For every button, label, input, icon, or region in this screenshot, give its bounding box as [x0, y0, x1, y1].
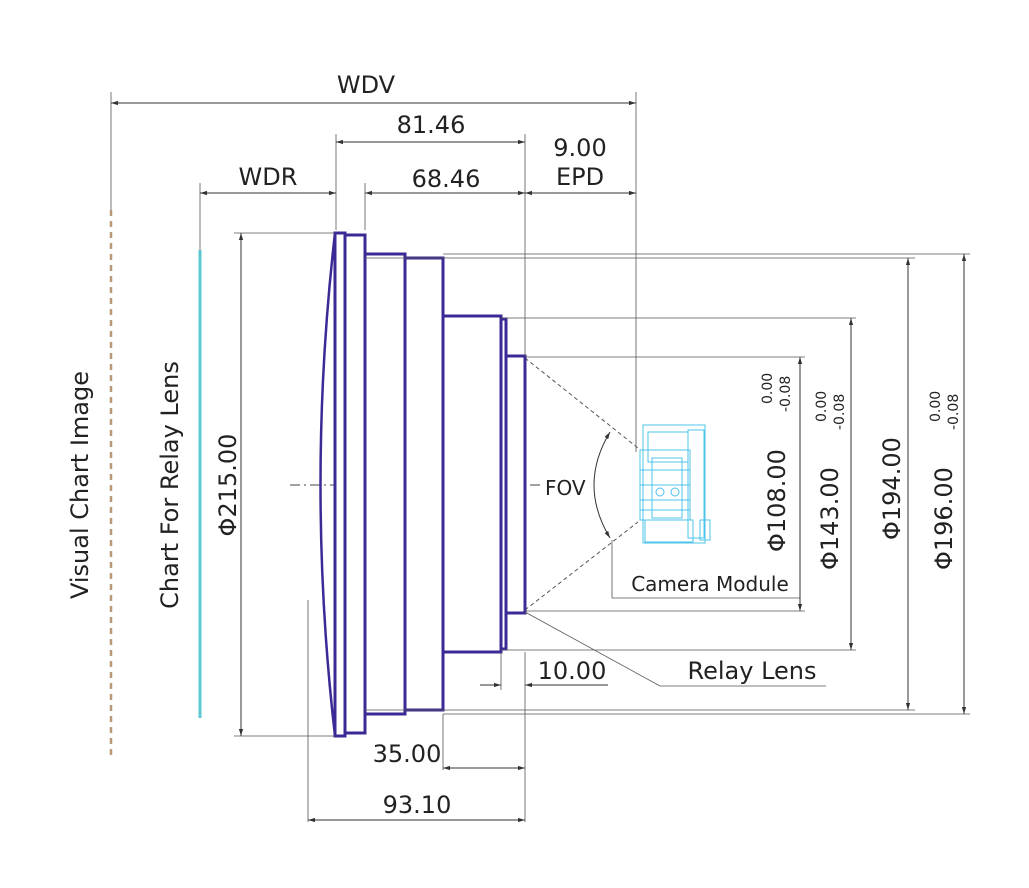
label-chart-relay: Chart For Relay Lens — [156, 361, 184, 609]
label-phi108: Φ108.00 — [763, 449, 791, 552]
label-wdv: WDV — [337, 71, 396, 99]
label-68: 68.46 — [412, 165, 481, 193]
label-phi143-tol-up: 0.00 — [814, 391, 830, 422]
fov-ray-bottom — [524, 521, 639, 611]
label-epd: EPD — [556, 163, 604, 191]
label-phi108-tol-up: 0.00 — [760, 373, 776, 404]
camera-module-icon — [639, 424, 711, 544]
label-phi143: Φ143.00 — [816, 467, 844, 570]
label-wdr: WDR — [239, 163, 298, 191]
label-fov: FOV — [545, 476, 586, 500]
label-phi215: Φ215.00 — [214, 434, 242, 537]
fov-arc — [593, 431, 611, 539]
label-93: 93.10 — [383, 791, 452, 819]
label-visual-chart: Visual Chart Image — [66, 371, 94, 599]
label-camera-module: Camera Module — [631, 572, 789, 596]
label-9: 9.00 — [553, 134, 606, 162]
label-35: 35.00 — [373, 740, 442, 768]
label-10: 10.00 — [538, 657, 607, 685]
label-phi196-tol-dn: -0.08 — [946, 394, 962, 430]
fov-ray-top — [524, 357, 639, 449]
label-phi194: Φ194.00 — [878, 437, 906, 540]
label-phi108-tol-dn: -0.08 — [778, 376, 794, 412]
label-phi196-tol-up: 0.00 — [928, 391, 944, 422]
dimension-lines — [111, 100, 967, 823]
label-phi143-tol-dn: -0.08 — [832, 394, 848, 430]
label-relay-lens: Relay Lens — [688, 657, 817, 685]
label-81: 81.46 — [397, 111, 466, 139]
relay-lens-body — [319, 231, 527, 738]
label-phi196: Φ196.00 — [930, 467, 958, 570]
